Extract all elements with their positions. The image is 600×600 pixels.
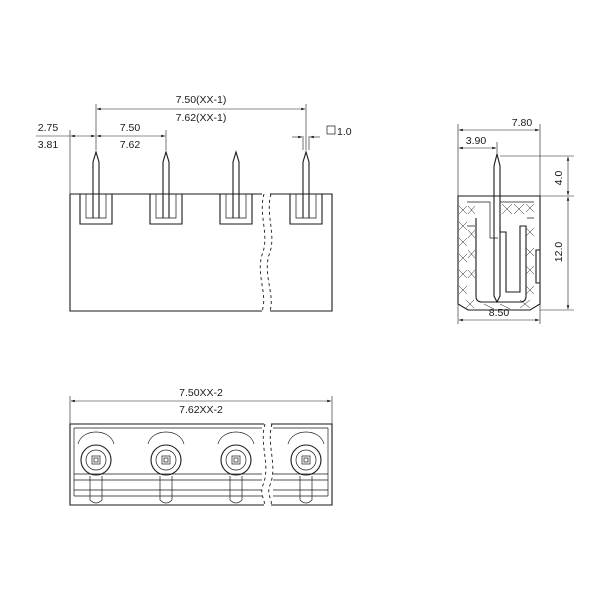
front-overall-top-label: 7.50(XX-1) [176, 94, 227, 106]
front-dim-edge: 2.75 3.81 [36, 122, 70, 151]
top-overall-top-label: 7.50XX-2 [179, 387, 223, 399]
front-pin-square-label: 1.0 [337, 126, 352, 138]
top-overall-bottom-label: 7.62XX-2 [179, 404, 223, 416]
side-pin [493, 153, 501, 304]
front-body-outline [69, 193, 333, 312]
front-pin-slot-3 [219, 194, 253, 225]
front-pitch-top-label: 7.50 [120, 122, 141, 134]
front-pin-3 [232, 150, 240, 218]
front-pin-2 [162, 150, 170, 218]
front-pitch-bottom-label: 7.62 [120, 139, 141, 151]
top-terminal-1 [77, 431, 115, 504]
top-terminal-3 [217, 431, 255, 504]
top-view: 7.50XX-2 7.62XX-2 [69, 387, 333, 506]
side-width-top-label: 7.80 [512, 117, 533, 129]
top-terminal-4 [287, 431, 325, 504]
side-pin-offset-label: 3.90 [466, 135, 487, 147]
top-terminal-2 [147, 431, 185, 504]
front-pin-4 [302, 150, 310, 218]
front-pin-slot-4 [289, 194, 323, 225]
top-body-outline [69, 423, 333, 506]
side-body-height-label: 12.0 [553, 242, 565, 263]
side-view: 7.80 3.90 4.0 12.0 8.50 [457, 117, 574, 324]
front-overall-bottom-label: 7.62(XX-1) [176, 112, 227, 124]
top-dim-overall: 7.50XX-2 7.62XX-2 [69, 387, 333, 424]
front-view: 7.50(XX-1) 7.62(XX-1) 7.50 7.62 2.75 3.8… [36, 94, 352, 312]
side-dim-width-top: 7.80 [457, 117, 541, 196]
square-symbol-icon [326, 125, 336, 135]
front-pin-slot-2 [149, 194, 183, 225]
front-dim-overall: 7.50(XX-1) 7.62(XX-1) [95, 94, 307, 150]
side-section-hatch [458, 203, 535, 310]
front-break-line-right [266, 193, 273, 312]
side-dim-base-width: 8.50 [457, 304, 541, 324]
side-pin-height-label: 4.0 [553, 171, 565, 186]
front-pin-1 [92, 150, 100, 218]
side-inner-channel [475, 218, 527, 303]
front-edge-top-label: 2.75 [38, 122, 59, 134]
front-dim-pin-square: 1.0 [292, 125, 352, 150]
front-edge-bottom-label: 3.81 [38, 139, 59, 151]
front-pin-slot-1 [79, 194, 113, 225]
side-dim-pin-offset: 3.90 [458, 135, 498, 154]
front-dim-pitch: 7.50 7.62 [69, 122, 167, 194]
side-base-width-label: 8.50 [489, 307, 510, 319]
side-dim-pin-height: 4.0 [500, 155, 574, 197]
front-break-line-left [259, 193, 266, 312]
side-dim-body-height: 12.0 [540, 196, 574, 311]
